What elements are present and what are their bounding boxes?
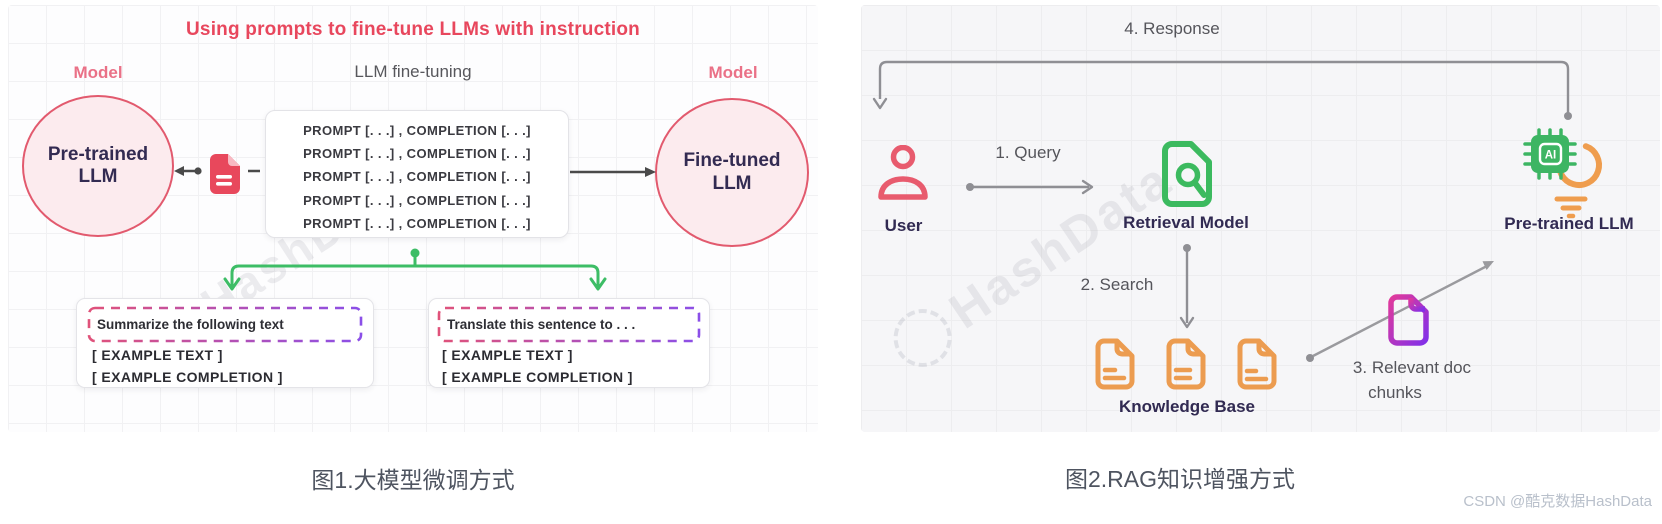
pretrained-llm-node: Pre-trained LLM <box>22 95 174 237</box>
training-data-document-icon <box>210 154 240 194</box>
prompt-line: PROMPT [. . .] , COMPLETION [. . .] <box>303 192 531 208</box>
step-search-label: 2. Search <box>1080 275 1154 294</box>
step-relevant-doc-label: 3. Relevant doc <box>1352 358 1472 377</box>
csdn-watermark-credit: CSDN @酷克数据HashData <box>1463 493 1652 510</box>
figure1-title: Using prompts to fine-tune LLMs with ins… <box>186 19 640 40</box>
prompt-line: PROMPT [. . .] , COMPLETION [. . .] <box>303 146 531 162</box>
pretrained-llm-line1: Pre-trained <box>47 143 149 165</box>
example-completion-line: [ EXAMPLE COMPLETION ] <box>92 369 283 385</box>
rag-diagram-panel: HashData 4. Response User <box>861 5 1660 432</box>
llm-fine-tuning-label: LLM fine-tuning <box>354 62 472 81</box>
knowledge-document-icon <box>1095 338 1135 390</box>
dashed-instruction-frame <box>87 306 363 343</box>
pretrained-llm-line2: LLM <box>78 166 118 187</box>
fine-tuning-diagram-panel: HashData Using prompts to fine-tune LLMs… <box>8 5 818 432</box>
prompt-line: PROMPT [. . .] , COMPLETION [. . .] <box>303 215 531 231</box>
example-text-line: [ EXAMPLE TEXT ] <box>92 347 223 363</box>
step-response-label: 4. Response <box>1124 19 1220 38</box>
model-label-right: Model <box>708 63 758 82</box>
instruction-text: Summarize the following text <box>97 317 284 332</box>
retrieval-model-icon <box>1162 141 1212 207</box>
user-node-label: User <box>884 216 923 235</box>
example-completion-line: [ EXAMPLE COMPLETION ] <box>442 369 633 385</box>
knowledge-document-icon <box>1237 338 1277 390</box>
step-query-label: 1. Query <box>995 143 1061 162</box>
figure1-connectors <box>174 166 656 291</box>
retrieval-model-label: Retrieval Model <box>1123 213 1249 232</box>
finetuned-llm-label: Fine-tuned LLM <box>683 150 780 195</box>
pretrained-llm-label: Pre-trained LLM <box>48 144 148 189</box>
ai-chip-text: AI <box>1545 150 1557 162</box>
finetuned-llm-line2: LLM <box>712 172 752 194</box>
step-relevant-doc-label2: chunks <box>1368 383 1422 402</box>
ai-llm-bulb-icon: AI <box>1523 128 1602 219</box>
knowledge-document-icon <box>1166 338 1206 390</box>
prompt-line: PROMPT [. . .] , COMPLETION [. . .] <box>303 123 531 138</box>
finetuned-llm-line1: Fine-tuned <box>683 150 781 172</box>
figure2-caption: 图2.RAG知识增强方式 <box>1064 466 1296 492</box>
knowledge-base-label: Knowledge Base <box>1118 397 1256 416</box>
user-icon <box>878 145 928 200</box>
model-label-left: Model <box>73 63 123 82</box>
example-card-summarize: Summarize the following text [ EXAMPLE T… <box>76 298 374 388</box>
prompt-completion-box: PROMPT [. . .] , COMPLETION [. . .] PROM… <box>265 110 569 238</box>
instruction-text: Translate this sentence to . . . <box>447 317 636 332</box>
example-card-translate: Translate this sentence to . . . [ EXAMP… <box>428 298 710 388</box>
finetuned-llm-node: Fine-tuned LLM <box>655 98 809 247</box>
figure1-caption: 图1.大模型微调方式 <box>311 467 515 493</box>
prompt-line: PROMPT [. . .] , COMPLETION [. . .] <box>303 169 531 185</box>
pretrained-llm-node-label: Pre-trained LLM <box>1504 214 1634 233</box>
figure2-connectors <box>872 60 1572 362</box>
doc-chunk-icon <box>1388 294 1429 346</box>
example-text-line: [ EXAMPLE TEXT ] <box>442 347 573 363</box>
